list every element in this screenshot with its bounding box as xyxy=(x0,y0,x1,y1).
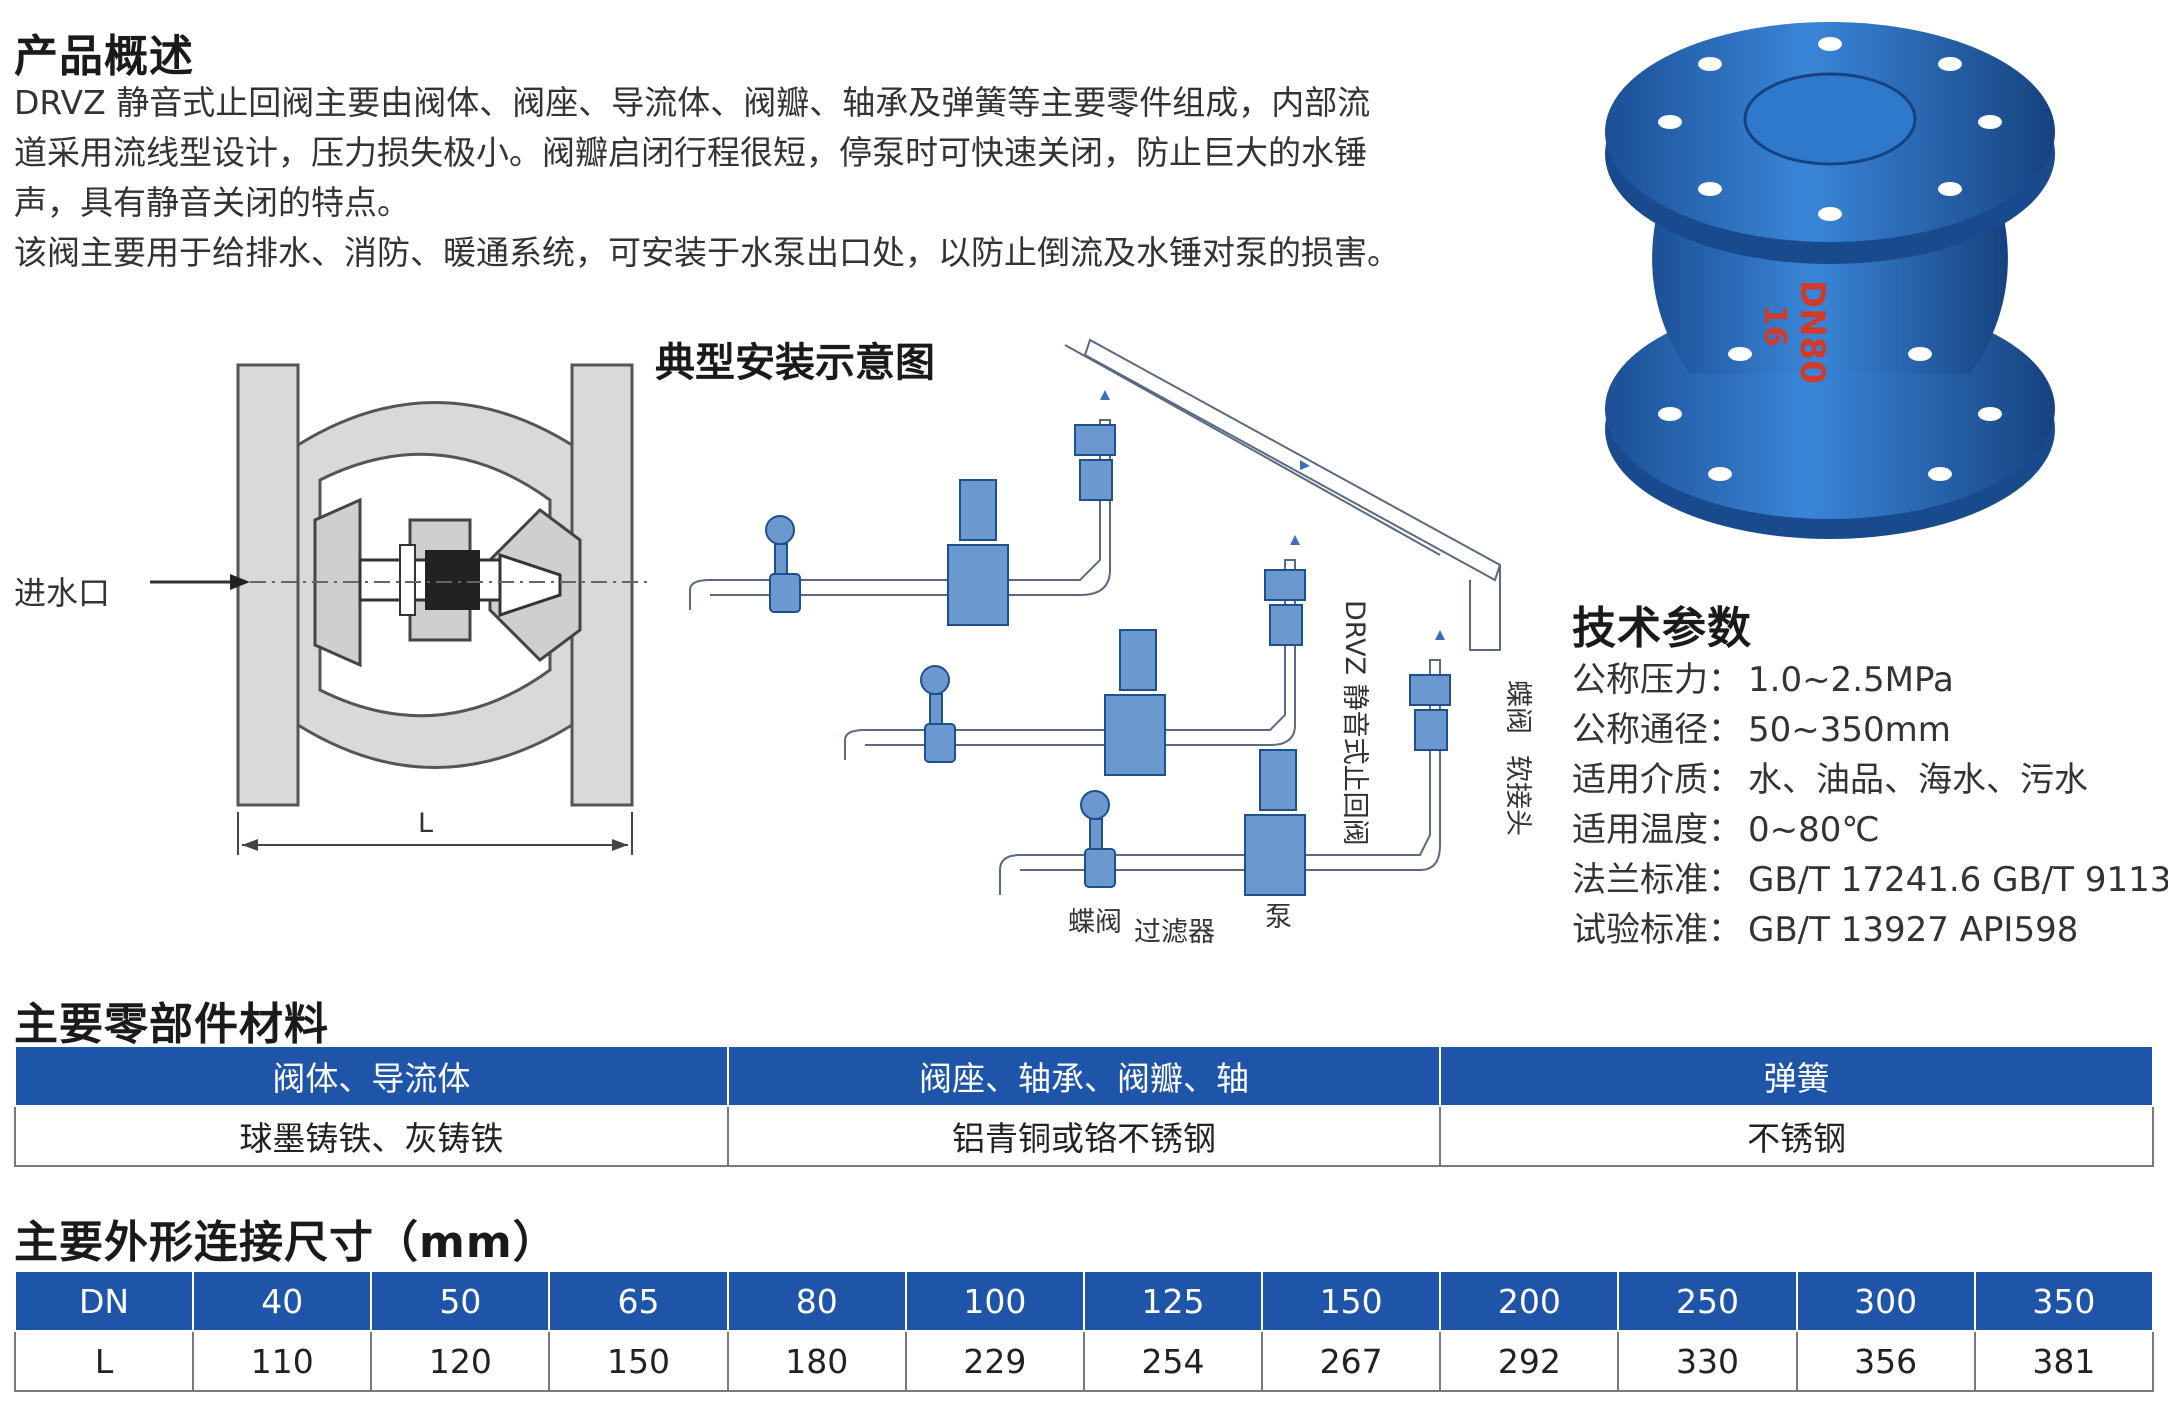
valve-section-drawing xyxy=(150,363,650,855)
pump-label: 泵 xyxy=(1265,902,1292,933)
spec-key: 公称通径： xyxy=(1572,710,1742,750)
dn-cell: 300 xyxy=(1795,1270,1976,1332)
dimensions-dn-row: DN 40 50 65 80 100 125 150 200 250 300 3… xyxy=(13,1270,2155,1332)
dn-cell: 80 xyxy=(726,1270,907,1332)
spec-key: 适用温度： xyxy=(1572,810,1742,850)
dn-cell: 350 xyxy=(1973,1270,2155,1332)
l-cell: 356 xyxy=(1795,1330,1976,1392)
l-cell: 254 xyxy=(1082,1330,1264,1392)
l-cell: 120 xyxy=(370,1330,551,1392)
specs-list: 公称压力：1.0~2.5MPa 公称通径：50~350mm 适用介质：水、油品、… xyxy=(1572,652,2168,952)
spec-value: GB/T 17241.6 GB/T 9113 xyxy=(1748,860,2168,900)
spec-row: 公称压力：1.0~2.5MPa xyxy=(1572,652,1954,701)
l-cell: 330 xyxy=(1617,1330,1798,1392)
materials-value-cell: 球墨铸铁、灰铸铁 xyxy=(14,1105,729,1167)
product-photo xyxy=(1605,22,2055,539)
specs-heading: 技术参数 xyxy=(1572,603,1752,654)
spec-value: 1.0~2.5MPa xyxy=(1748,660,1954,700)
materials-value-cell: 铝青铜或铬不锈钢 xyxy=(726,1105,1442,1167)
materials-heading: 主要零部件材料 xyxy=(14,999,329,1050)
product-marking-pn: 16 xyxy=(1757,305,1792,347)
dn-cell: 125 xyxy=(1082,1270,1264,1332)
check-valve-label: DRVZ 静音式止回阀 xyxy=(1339,600,1370,846)
materials-table: 阀体、导流体 阀座、轴承、阀瓣、轴 弹簧 球墨铸铁、灰铸铁 铝青铜或铬不锈钢 不… xyxy=(14,1045,2154,1167)
l-cell: 150 xyxy=(548,1330,729,1392)
spec-value: 水、油品、海水、污水 xyxy=(1748,760,2088,800)
spec-value: GB/T 13927 API598 xyxy=(1748,910,2079,950)
filter-label: 过滤器 xyxy=(1134,917,1215,948)
dn-cell: 100 xyxy=(904,1270,1085,1332)
overview-heading: 产品概述 xyxy=(14,31,194,82)
soft-joint-label: 软接头 xyxy=(1502,755,1533,836)
spec-row: 试验标准：GB/T 13927 API598 xyxy=(1572,902,2078,951)
materials-header-cell: 弹簧 xyxy=(1439,1045,2154,1107)
butterfly-valve-label: 蝶阀 xyxy=(1068,907,1122,938)
l-cell: 381 xyxy=(1973,1330,2155,1392)
dn-cell: 150 xyxy=(1261,1270,1442,1332)
spec-value: 0~80℃ xyxy=(1748,810,1880,850)
install-diagram-title: 典型安装示意图 xyxy=(655,340,935,386)
l-cell: 267 xyxy=(1261,1330,1442,1392)
spec-key: 公称压力： xyxy=(1572,660,1742,700)
dn-cell: 250 xyxy=(1617,1270,1798,1332)
dn-cell: 50 xyxy=(370,1270,551,1332)
spec-key: 法兰标准： xyxy=(1572,860,1742,900)
spec-key: 适用介质： xyxy=(1572,760,1742,800)
overview-paragraph: DRVZ 静音式止回阀主要由阀体、阀座、导流体、阀瓣、轴承及弹簧等主要零件组成，… xyxy=(14,78,1514,278)
dn-label-cell: DN xyxy=(13,1270,195,1332)
dimensions-table: DN 40 50 65 80 100 125 150 200 250 300 3… xyxy=(13,1270,2155,1392)
materials-value-cell: 不锈钢 xyxy=(1439,1105,2154,1167)
install-diagram xyxy=(689,338,1502,896)
dimensions-heading: 主要外形连接尺寸（mm） xyxy=(14,1217,558,1268)
spec-row: 公称通径：50~350mm xyxy=(1572,702,1951,751)
dn-cell: 40 xyxy=(192,1270,373,1332)
overview-line-3: 声，具有静音关闭的特点。 xyxy=(14,183,410,222)
dn-cell: 200 xyxy=(1439,1270,1620,1332)
l-cell: 180 xyxy=(726,1330,907,1392)
overview-line-4: 该阀主要用于给排水、消防、暖通系统，可安装于水泵出口处，以防止倒流及水锤对泵的损… xyxy=(14,233,1400,272)
product-marking-dn: DN80 xyxy=(1792,280,1832,384)
butterfly-valve-label-right: 蝶阀 xyxy=(1502,680,1533,734)
l-cell: 229 xyxy=(904,1330,1085,1392)
materials-header-cell: 阀座、轴承、阀瓣、轴 xyxy=(726,1045,1442,1107)
spec-row: 适用介质：水、油品、海水、污水 xyxy=(1572,752,2088,801)
dn-cell: 65 xyxy=(548,1270,729,1332)
l-cell: 110 xyxy=(192,1330,373,1392)
dimensions-l-row: L 110 120 150 180 229 254 267 292 330 35… xyxy=(13,1330,2155,1392)
l-label-cell: L xyxy=(13,1330,195,1392)
spec-value: 50~350mm xyxy=(1748,710,1951,750)
materials-value-row: 球墨铸铁、灰铸铁 铝青铜或铬不锈钢 不锈钢 xyxy=(14,1105,2154,1167)
dimension-l-label: L xyxy=(418,808,434,839)
materials-header-row: 阀体、导流体 阀座、轴承、阀瓣、轴 弹簧 xyxy=(14,1045,2154,1107)
spec-row: 适用温度：0~80℃ xyxy=(1572,802,1880,851)
overview-line-1: DRVZ 静音式止回阀主要由阀体、阀座、导流体、阀瓣、轴承及弹簧等主要零件组成，… xyxy=(14,83,1371,122)
inlet-label: 进水口 xyxy=(14,574,111,612)
materials-header-cell: 阀体、导流体 xyxy=(14,1045,729,1107)
spec-key: 试验标准： xyxy=(1572,910,1742,950)
overview-line-2: 道采用流线型设计，压力损失极小。阀瓣启闭行程很短，停泵时可快速关闭，防止巨大的水… xyxy=(14,133,1367,172)
l-cell: 292 xyxy=(1439,1330,1620,1392)
spec-row: 法兰标准：GB/T 17241.6 GB/T 9113 xyxy=(1572,852,2168,901)
